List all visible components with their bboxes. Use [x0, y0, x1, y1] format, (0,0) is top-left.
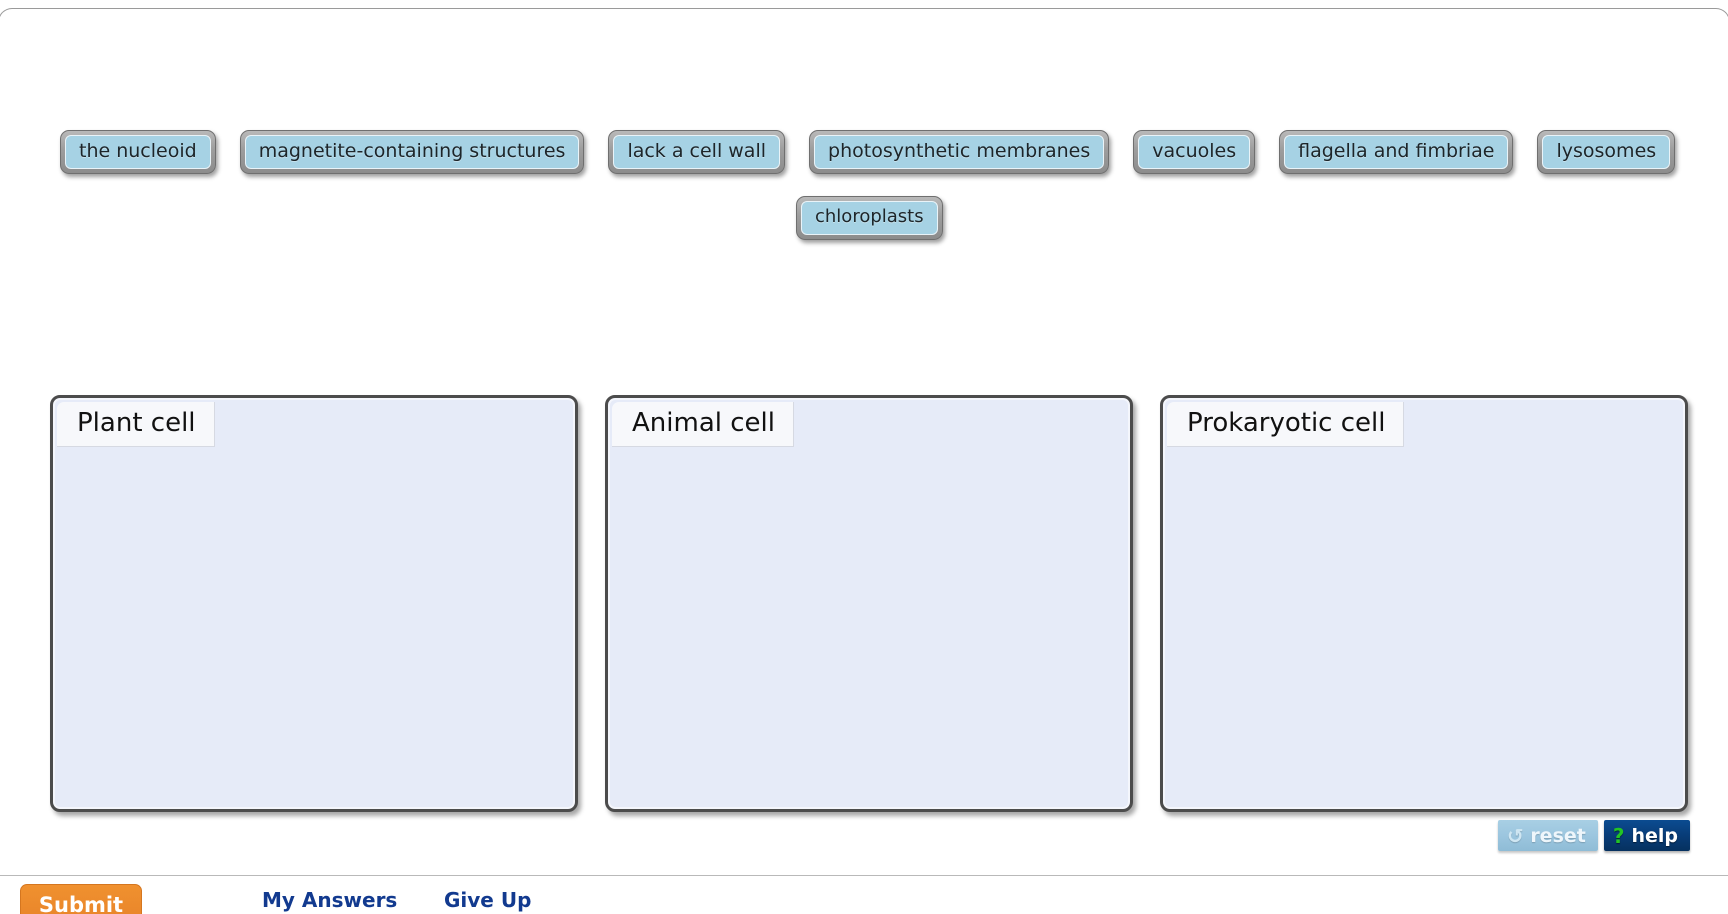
- drop-zone-prokaryotic-cell[interactable]: Prokaryotic cell: [1160, 395, 1688, 812]
- drop-zone-animal-cell[interactable]: Animal cell: [605, 395, 1133, 812]
- draggable-token[interactable]: flagella and fimbriae: [1279, 130, 1514, 174]
- drop-zone-title: Plant cell: [57, 402, 215, 447]
- reset-arrow-icon: ↻: [1506, 823, 1524, 848]
- drop-zone-title: Animal cell: [612, 402, 794, 447]
- drop-zone-plant-cell[interactable]: Plant cell: [50, 395, 578, 812]
- draggable-token[interactable]: chloroplasts: [796, 196, 943, 240]
- token-label: vacuoles: [1138, 135, 1251, 169]
- help-button[interactable]: ? help: [1603, 820, 1690, 851]
- token-row-1: the nucleoid magnetite-containing struct…: [0, 130, 1728, 174]
- draggable-token[interactable]: lack a cell wall: [608, 130, 786, 174]
- bottom-action-bar: Submit My Answers Give Up: [0, 884, 1728, 914]
- draggable-token[interactable]: lysosomes: [1537, 130, 1676, 174]
- token-row-2: chloroplasts: [0, 196, 1728, 240]
- give-up-link[interactable]: Give Up: [444, 888, 532, 912]
- my-answers-link[interactable]: My Answers: [262, 888, 398, 912]
- reset-button[interactable]: ↻ reset: [1497, 820, 1598, 851]
- activity-toolbar: ↻ reset ? help: [1497, 820, 1690, 851]
- token-label: flagella and fimbriae: [1284, 135, 1509, 169]
- draggable-token[interactable]: magnetite-containing structures: [239, 130, 585, 174]
- drop-zone-group: Plant cell Animal cell Prokaryotic cell: [0, 395, 1728, 815]
- token-label: magnetite-containing structures: [244, 135, 580, 169]
- draggable-token[interactable]: the nucleoid: [60, 130, 216, 174]
- draggable-token-bank: the nucleoid magnetite-containing struct…: [0, 130, 1728, 240]
- drop-zone-title: Prokaryotic cell: [1167, 402, 1405, 447]
- question-mark-icon: ?: [1612, 823, 1625, 848]
- token-label: lysosomes: [1542, 135, 1671, 169]
- token-label: chloroplasts: [801, 201, 938, 235]
- draggable-token[interactable]: vacuoles: [1133, 130, 1256, 174]
- help-button-label: help: [1631, 824, 1678, 847]
- submit-button[interactable]: Submit: [20, 884, 142, 914]
- reset-button-label: reset: [1530, 824, 1586, 847]
- draggable-token[interactable]: photosynthetic membranes: [809, 130, 1110, 174]
- token-label: photosynthetic membranes: [814, 135, 1105, 169]
- token-label: lack a cell wall: [613, 135, 781, 169]
- token-label: the nucleoid: [65, 135, 211, 169]
